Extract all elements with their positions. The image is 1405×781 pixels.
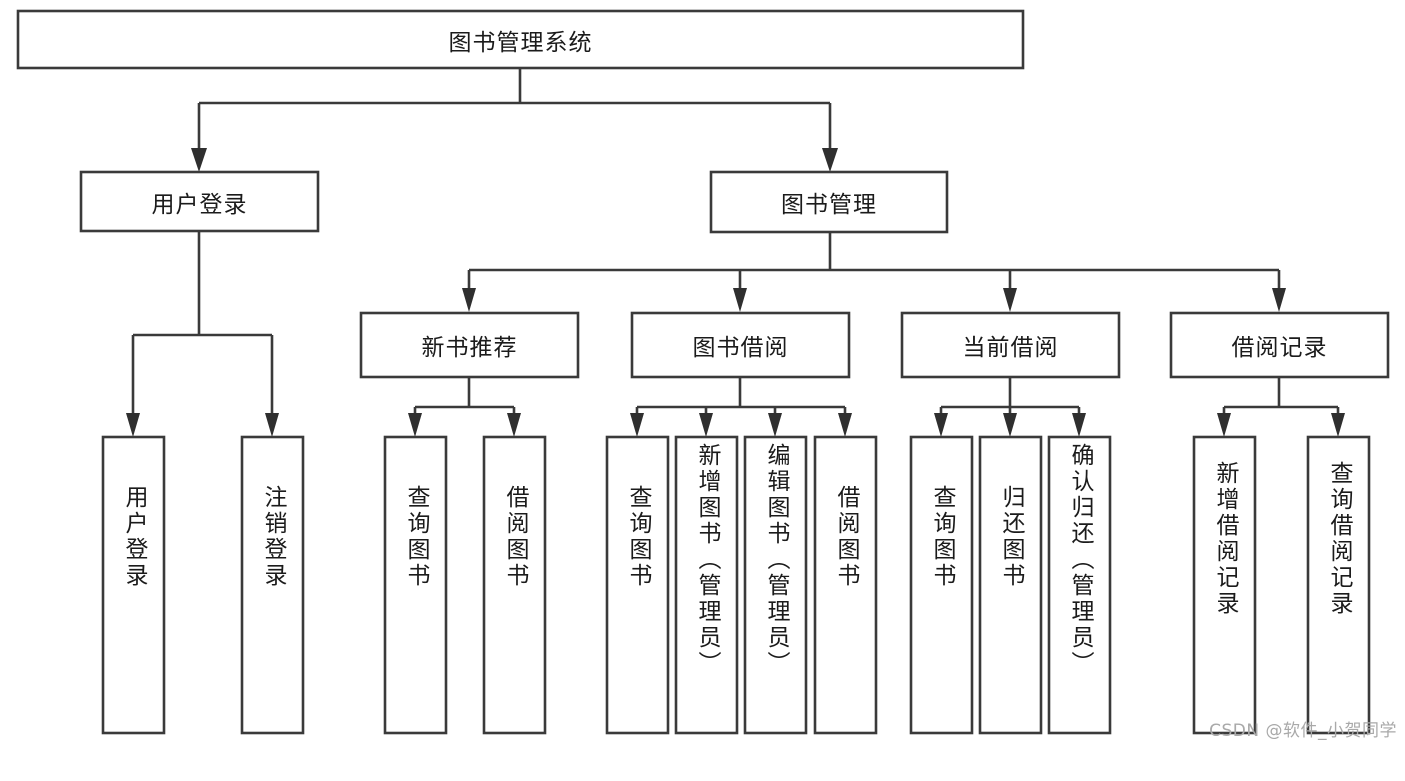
node-leaf-borrow-book-1[interactable] xyxy=(482,435,547,735)
node-leaf-query-book-3[interactable] xyxy=(909,435,974,735)
node-root[interactable] xyxy=(16,9,1025,70)
arrowhead-leaf-add-record xyxy=(1217,413,1231,437)
arrowhead-new-book-recommend xyxy=(462,288,476,312)
arrowhead-user-login xyxy=(191,148,207,172)
arrowhead-leaf-borrow-book-1 xyxy=(507,413,521,437)
arrowhead-borrow-record xyxy=(1272,288,1286,312)
arrowhead-leaf-edit-book xyxy=(768,413,782,437)
edge-group xyxy=(126,68,1345,437)
arrowhead-leaf-user-logout xyxy=(265,413,279,437)
flowchart-svg xyxy=(16,9,1390,735)
arrowhead-leaf-query-record xyxy=(1331,413,1345,437)
arrowhead-leaf-query-book-3 xyxy=(934,413,948,437)
node-current-borrow[interactable] xyxy=(900,311,1121,379)
node-leaf-confirm-return[interactable] xyxy=(1047,435,1112,735)
node-book-manage[interactable] xyxy=(709,170,949,234)
node-leaf-query-book-2[interactable] xyxy=(605,435,670,735)
node-leaf-query-book-1[interactable] xyxy=(383,435,448,735)
node-user-login[interactable] xyxy=(79,170,320,233)
node-leaf-user-logout[interactable] xyxy=(240,435,305,735)
node-leaf-add-record[interactable] xyxy=(1192,435,1257,735)
arrowhead-leaf-borrow-book-2 xyxy=(838,413,852,437)
node-rect-group xyxy=(16,9,1390,735)
node-leaf-user-login[interactable] xyxy=(101,435,166,735)
node-leaf-borrow-book-2[interactable] xyxy=(813,435,878,735)
arrowhead-leaf-query-book-2 xyxy=(630,413,644,437)
watermark-text: CSDN @软件_小贺同学 xyxy=(1209,721,1397,741)
arrowhead-leaf-user-login xyxy=(126,413,140,437)
node-leaf-query-record[interactable] xyxy=(1306,435,1371,735)
node-leaf-add-book[interactable] xyxy=(674,435,739,735)
arrowhead-book-manage xyxy=(822,148,838,172)
node-borrow-record[interactable] xyxy=(1169,311,1390,379)
node-leaf-edit-book[interactable] xyxy=(743,435,808,735)
node-new-book-recommend[interactable] xyxy=(359,311,580,379)
arrowhead-leaf-return-book xyxy=(1003,413,1017,437)
arrowhead-leaf-confirm-return xyxy=(1072,413,1086,437)
diagram-canvas: 图书管理系统 用户登录 图书管理 新书推荐 图书借阅 当前借阅 借阅记录 用户登… xyxy=(16,9,1397,741)
node-leaf-return-book[interactable] xyxy=(978,435,1043,735)
node-book-borrow[interactable] xyxy=(630,311,851,379)
arrowhead-book-borrow xyxy=(733,288,747,312)
arrowhead-leaf-add-book xyxy=(699,413,713,437)
arrowhead-leaf-query-book-1 xyxy=(408,413,422,437)
arrowhead-current-borrow xyxy=(1003,288,1017,312)
